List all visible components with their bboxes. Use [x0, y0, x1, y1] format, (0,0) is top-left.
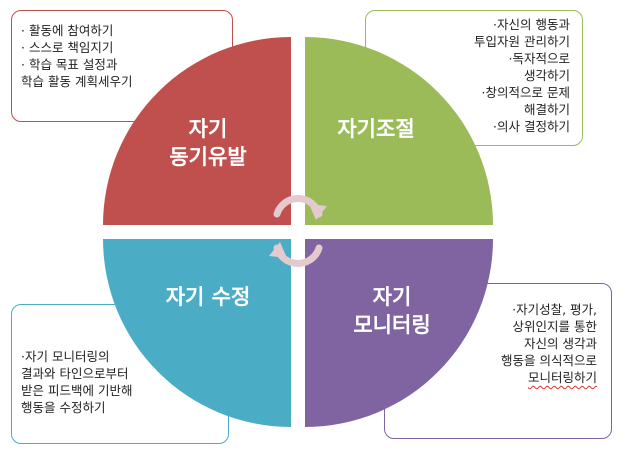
note-line: 상위인지를 통한	[512, 319, 597, 334]
note-line: ·창의적으로 문제	[481, 85, 570, 100]
quadrant-top-right	[305, 37, 493, 225]
note-line: 자신의 생각과	[524, 336, 597, 351]
note-line: 행동을 의식적으로	[501, 353, 597, 368]
note-line: · 학습 목표 설정과	[21, 57, 118, 72]
quadrant-title-line: 모니터링	[353, 313, 431, 337]
cycle-arrow-icon	[273, 195, 327, 220]
cycle-arrow-icon	[269, 242, 323, 267]
note-line: 해결하기	[523, 102, 570, 117]
note-line: ·자기성찰, 평가,	[512, 302, 597, 317]
note-line: 생각하기	[523, 68, 570, 83]
note-line: ·의사 결정하기	[493, 119, 570, 134]
quadrant-title-line: 자기 수정	[165, 285, 251, 309]
note-line: 받은 피드백에 기반해	[21, 383, 133, 398]
note-line-spellcheck: 모니터링하기	[527, 370, 597, 385]
quadrant-top-left	[103, 37, 291, 225]
quadrant-title-self-monitoring: 자기 모니터링	[332, 283, 452, 339]
note-line: 결과와 타인으로부터	[21, 366, 129, 381]
quadrant-title-line: 동기유발	[169, 145, 247, 169]
note-line: 투입자원 관리하기	[474, 34, 570, 49]
note-line: ·독자적으로	[508, 51, 570, 66]
quadrant-title-self-regulation: 자기조절	[316, 115, 436, 143]
note-line: · 활동에 참여하기	[21, 23, 114, 38]
note-line: 학습 활동 계획세우기	[21, 74, 133, 89]
quadrant-bottom-right	[305, 239, 493, 427]
quadrant-title-line: 자기조절	[337, 117, 415, 141]
quadrant-bottom-left	[103, 239, 291, 427]
quadrant-title-self-correction: 자기 수정	[148, 283, 268, 311]
note-line: · 스스로 책임지기	[21, 40, 114, 55]
quadrant-title-line: 자기	[188, 117, 228, 141]
note-line: ·자기 모니터링의	[21, 349, 110, 364]
note-line: ·자신의 행동과	[493, 17, 570, 32]
quadrant-title-line: 자기	[372, 285, 412, 309]
note-line: 행동을 수정하기	[21, 400, 106, 415]
quadrant-title-self-motivation: 자기 동기유발	[148, 115, 268, 171]
